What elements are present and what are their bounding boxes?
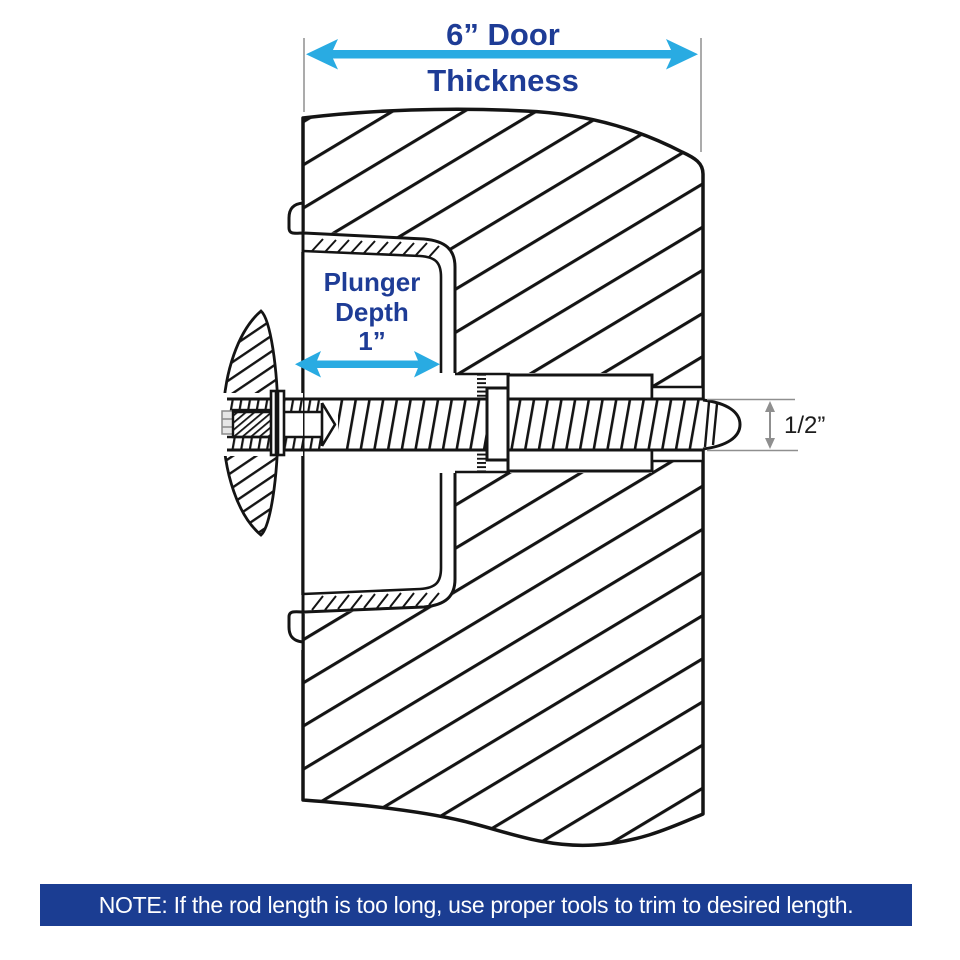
plunger-depth-label-line1: Plunger	[324, 267, 421, 297]
door-thickness-dimension: 6” Door Thickness	[303, 17, 702, 152]
spindle-nut-crosshatch	[231, 408, 275, 439]
rod-dome-threads	[703, 401, 719, 448]
rod-collar	[485, 386, 510, 462]
plunger-depth-dimension: Plunger Depth 1”	[295, 267, 440, 378]
cup-outer-wall-bottom	[287, 473, 457, 644]
plunger-cup	[287, 201, 457, 644]
rod-chamfer	[320, 402, 337, 447]
sleeve-step-top	[650, 385, 705, 401]
cup-wall-ticks-bottom	[311, 592, 440, 611]
rod-diameter-arrow	[765, 401, 775, 449]
sleeve-serration-top	[477, 375, 486, 397]
rod-dome-fill	[703, 400, 740, 449]
sleeve-block-top	[506, 373, 654, 401]
extension-lines-right	[707, 398, 798, 452]
rod-diameter-dimension: 1/2”	[707, 398, 825, 452]
sleeve-block-bottom	[506, 448, 654, 473]
threaded-rod	[221, 386, 742, 462]
rose-plates	[269, 389, 286, 457]
door-thickness-arrow	[306, 39, 698, 70]
sleeve-step-bottom	[650, 448, 705, 463]
note-bar: NOTE: If the rod length is too long, use…	[40, 884, 912, 926]
plunger-depth-label-line2: Depth	[335, 297, 409, 327]
rod-threads-main-2	[508, 400, 701, 449]
plunger-depth-label-line3: 1”	[358, 326, 385, 356]
plunger-depth-arrow	[295, 351, 440, 378]
cup-wall-ticks-top	[311, 238, 440, 258]
rod-dome-outline	[702, 398, 742, 451]
door-thickness-label-line1: 6” Door	[446, 17, 560, 52]
rod-diameter-label: 1/2”	[784, 412, 825, 439]
rod-threads-main-1	[338, 400, 487, 449]
note-text: NOTE: If the rod length is too long, use…	[98, 891, 854, 918]
door-thickness-label-line2: Thickness	[427, 63, 579, 98]
door-cross-section	[283, 107, 705, 848]
sleeve-serration-bottom	[477, 451, 486, 471]
extension-lines-top	[303, 38, 702, 152]
cup-inner-wall	[302, 249, 443, 596]
cup-outer-wall-top	[287, 201, 457, 373]
spindle-serrated-tip	[221, 410, 234, 435]
